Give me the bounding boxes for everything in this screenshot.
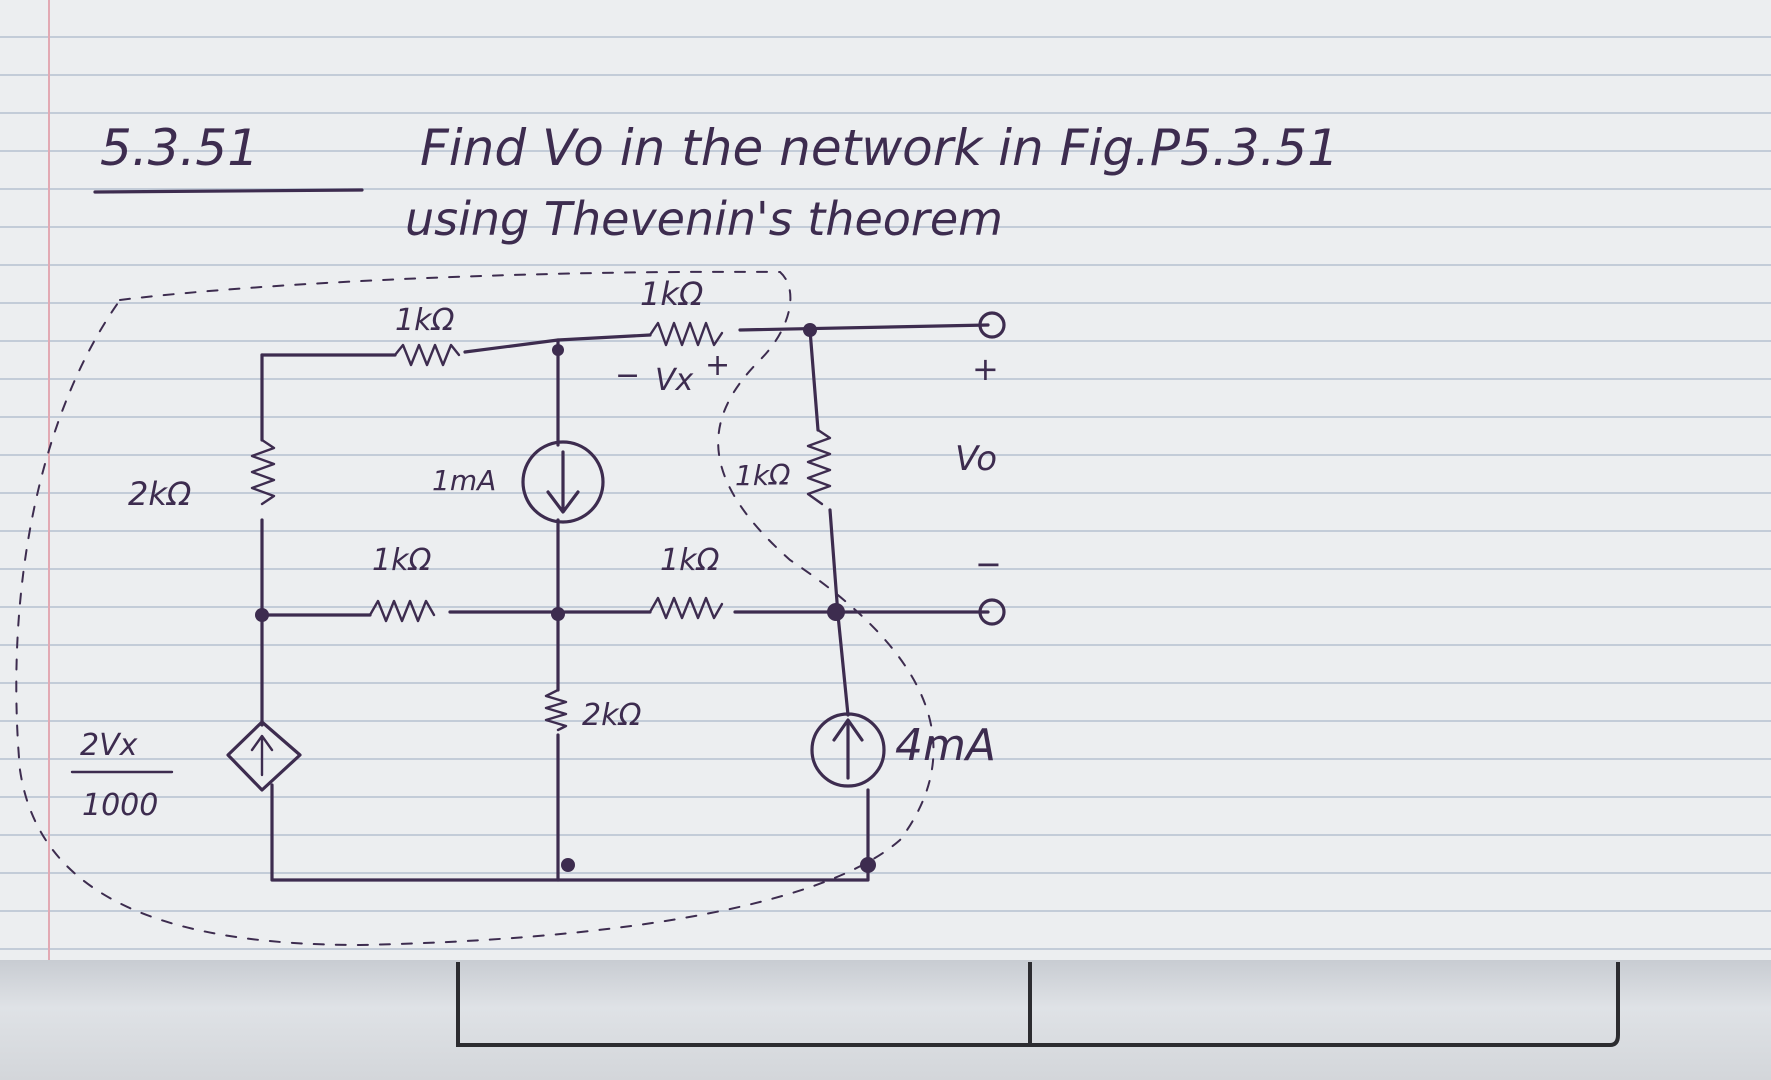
problem-number-underline	[93, 188, 364, 194]
label-resistor-right-vertical: 1kΩ	[735, 459, 791, 492]
node-top-right	[803, 323, 817, 337]
label-output-plus: +	[972, 350, 999, 388]
resistor-bottom-middle	[544, 688, 568, 732]
label-output-vo: Vo	[955, 439, 997, 479]
label-resistor-left: 2kΩ	[128, 475, 192, 513]
margin-line	[48, 0, 50, 960]
node-mid-middle	[551, 607, 565, 621]
label-vx-minus: −	[615, 358, 640, 393]
current-source-1ma	[521, 440, 605, 524]
up-arrow-icon	[832, 718, 864, 780]
wire-right-vertical-mid	[828, 508, 840, 617]
resistor-top-right	[648, 321, 724, 347]
label-vx-plus: +	[705, 348, 730, 383]
label-vx: Vx	[655, 363, 694, 398]
node-bottom-right	[860, 857, 876, 873]
label-dependent-denominator: 1000	[82, 788, 158, 823]
node-mid-right	[827, 603, 845, 621]
label-resistor-top-right: 1kΩ	[640, 275, 704, 313]
resistor-right-vertical	[806, 428, 832, 506]
problem-statement-line1: Find Vo in the network in Fig.P5.3.51	[420, 119, 1339, 177]
label-dependent-numerator: 2Vx	[80, 728, 138, 763]
resistor-top-left	[393, 343, 461, 367]
wire-right-vertical-top	[808, 328, 820, 432]
label-resistor-mid-left: 1kΩ	[372, 543, 431, 578]
down-arrow-icon	[546, 450, 580, 514]
label-output-minus: −	[975, 545, 1002, 583]
node-bottom-middle	[561, 858, 575, 872]
current-source-4ma	[810, 712, 886, 788]
output-terminal-top	[978, 311, 1006, 339]
wire-right-to-source	[836, 613, 850, 717]
label-resistor-mid-right: 1kΩ	[660, 543, 719, 578]
resistor-mid-left	[368, 599, 436, 623]
resistor-mid-right	[648, 596, 724, 620]
desk-surface	[0, 960, 1771, 1080]
problem-number: 5.3.51	[100, 119, 259, 177]
label-resistor-bottom-middle: 2kΩ	[582, 698, 641, 733]
wire-bottom	[270, 783, 870, 882]
node-mid-left	[255, 608, 269, 622]
label-resistor-top-left: 1kΩ	[395, 303, 454, 338]
label-current-source-middle: 1mA	[432, 464, 496, 497]
tray-outline	[456, 962, 1620, 1047]
wire-top-right	[738, 323, 990, 332]
dependent-current-source	[226, 720, 302, 792]
notebook-paper	[0, 0, 1771, 960]
label-current-source-right: 4mA	[895, 720, 996, 771]
dependent-up-arrow-icon	[250, 734, 274, 777]
resistor-left	[250, 438, 276, 506]
problem-statement-line2: using Thevenin's theorem	[405, 192, 1003, 246]
output-terminal-bottom	[978, 598, 1006, 626]
node-top-middle	[552, 344, 564, 356]
thevenin-boundary	[15, 270, 935, 947]
